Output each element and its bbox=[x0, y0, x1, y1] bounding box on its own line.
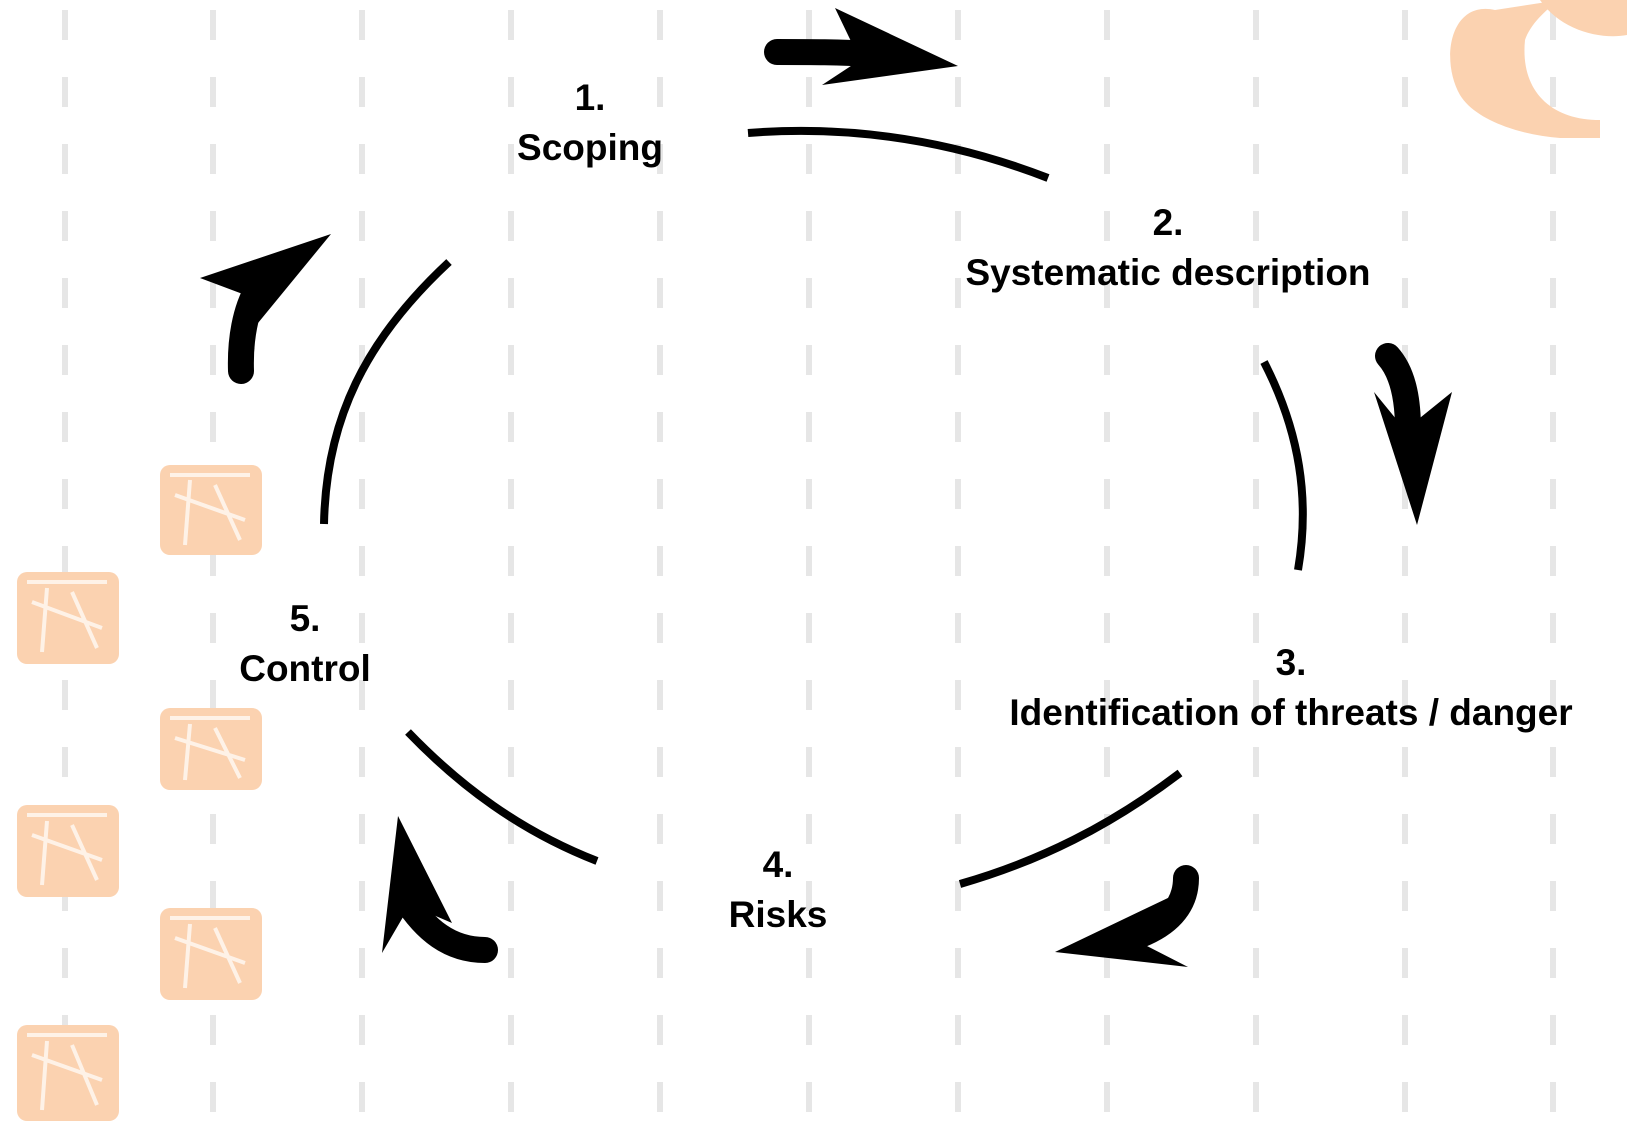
calligraphy-watermark bbox=[1450, 0, 1627, 138]
seal-stamp bbox=[17, 805, 119, 897]
seal-stamp bbox=[17, 1025, 119, 1121]
step-2-label: 2. Systematic description bbox=[965, 198, 1370, 298]
arrow-up-right bbox=[200, 234, 331, 384]
step-2-title: Systematic description bbox=[965, 252, 1371, 293]
arrow-right bbox=[764, 8, 958, 85]
step-5-number: 5. bbox=[289, 598, 321, 639]
cycle-arc-1-to-2 bbox=[747, 126, 1050, 182]
step-3-label: 3. Identification of threats / danger bbox=[1009, 638, 1572, 738]
cycle-arc-5-to-1 bbox=[320, 259, 452, 525]
cycle-arc-2-to-3 bbox=[1260, 360, 1307, 571]
cycle-arc-4-to-5 bbox=[405, 729, 599, 865]
seal-stamp bbox=[160, 908, 262, 1000]
step-1-title: Scoping bbox=[517, 127, 663, 168]
step-5-title: Control bbox=[239, 648, 371, 689]
arrow-up bbox=[382, 816, 498, 963]
arrow-down bbox=[1374, 343, 1452, 525]
step-3-number: 3. bbox=[1275, 642, 1307, 683]
seal-stamp bbox=[160, 465, 262, 555]
seal-watermarks bbox=[17, 0, 1627, 1121]
step-5-label: 5. Control bbox=[239, 594, 371, 694]
cycle-arc-3-to-4 bbox=[958, 769, 1183, 888]
step-1-label: 1. Scoping bbox=[517, 73, 663, 173]
seal-stamp bbox=[160, 708, 262, 790]
seal-stamp bbox=[17, 572, 119, 664]
step-1-number: 1. bbox=[574, 77, 606, 118]
step-4-label: 4. Risks bbox=[729, 840, 828, 940]
step-4-number: 4. bbox=[762, 844, 794, 885]
step-2-number: 2. bbox=[1152, 202, 1184, 243]
step-3-title: Identification of threats / danger bbox=[1009, 692, 1573, 733]
arrow-left bbox=[1055, 865, 1199, 967]
step-4-title: Risks bbox=[728, 894, 828, 935]
